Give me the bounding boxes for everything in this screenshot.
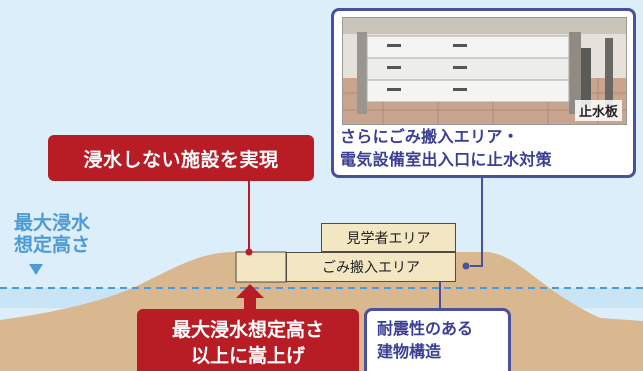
raised-height-line1: 最大浸水想定高さ	[171, 319, 324, 341]
flood-barrier-callout: 止水板 さらにごみ搬入エリア・ 電気設備室出入口に止水対策	[331, 8, 636, 178]
flood-barrier-text-line2: 電気設備室出入口に止水対策	[340, 150, 552, 169]
seismic-structure-callout: 耐震性のある 建物構造	[364, 308, 511, 371]
photo-caption: 止水板	[574, 100, 622, 121]
flood-level-line1: 最大浸水	[14, 212, 91, 234]
building-lower-area: ごみ搬入エリア	[286, 252, 456, 282]
seismic-line1: 耐震性のある	[377, 319, 474, 338]
raised-height-line2: 以上に嵩上げ	[190, 345, 305, 367]
raise-arrow-icon	[236, 284, 264, 312]
raised-height-callout: 最大浸水想定高さ 以上に嵩上げ	[137, 309, 359, 371]
flood-barrier-text-line1: さらにごみ搬入エリア・	[340, 127, 519, 146]
raised-platform	[235, 251, 287, 283]
flood-marker-icon	[29, 264, 43, 275]
flood-barrier-photo: 止水板	[342, 17, 627, 125]
photo-leader-dot	[462, 262, 470, 270]
flood-barrier-image	[343, 18, 626, 124]
red-leader-dot	[245, 248, 253, 256]
building-upper-area: 見学者エリア	[321, 223, 456, 252]
flood-barrier-text: さらにごみ搬入エリア・ 電気設備室出入口に止水対策	[340, 125, 635, 171]
facility-callout: 浸水しない施設を実現	[48, 135, 314, 181]
seismic-line2: 建物構造	[377, 342, 442, 361]
flood-level-label: 最大浸水 想定高さ	[14, 212, 90, 256]
flood-level-line2: 想定高さ	[14, 234, 91, 256]
photo-leader-line	[470, 178, 483, 267]
